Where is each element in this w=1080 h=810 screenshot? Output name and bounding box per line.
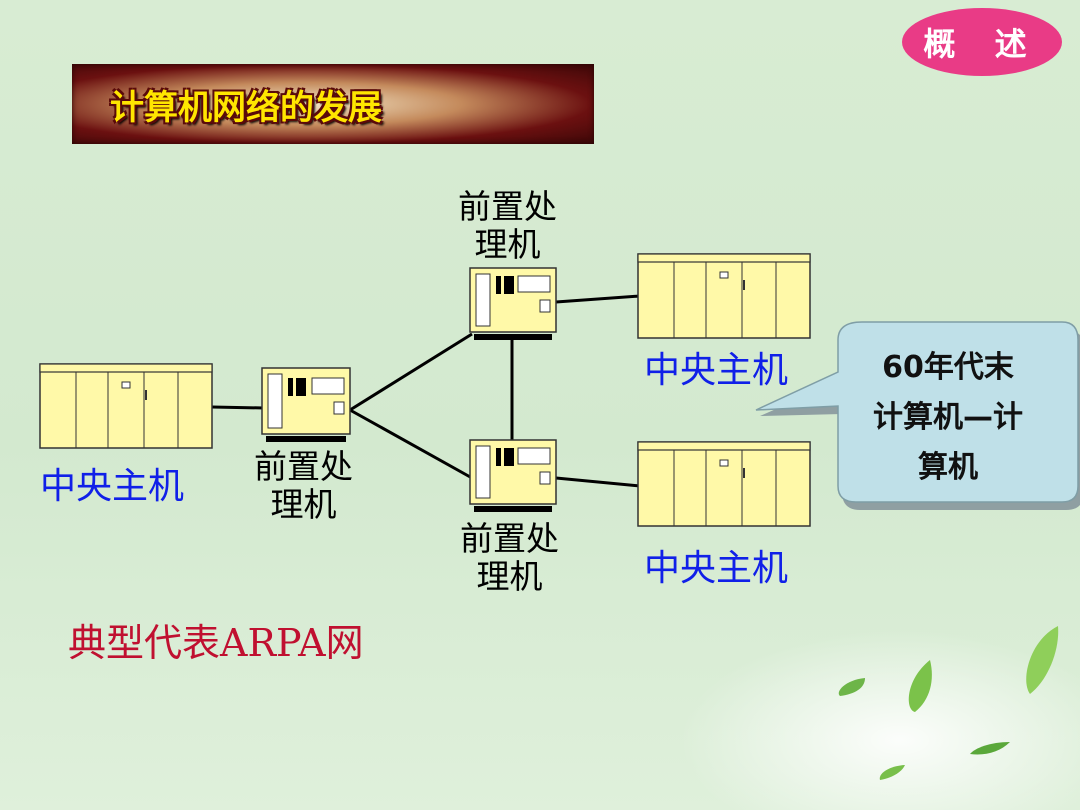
fep-top-label: 前置处 理机 — [458, 188, 557, 264]
callout-line3: 算机 — [918, 450, 978, 485]
network-links — [211, 294, 641, 488]
title-banner: 计算机网络的发展 — [72, 64, 594, 144]
host-right-top-label: 中央主机 — [644, 350, 789, 391]
callout-line2: 计算机—计 — [873, 400, 1023, 435]
section-badge: 概 述 — [902, 8, 1062, 76]
footer-note: 典型代表ARPA网 — [68, 621, 364, 665]
fep-left-label-line2: 理机 — [270, 485, 337, 524]
mainframe-right-top — [637, 253, 811, 339]
front-end-processor-bottom — [469, 439, 557, 512]
host-left-label: 中央主机 — [40, 466, 185, 507]
front-end-processor-left — [261, 367, 351, 442]
fep-bottom-label-line2: 理机 — [476, 557, 543, 596]
mainframe-left — [39, 363, 213, 449]
fep-left-label: 前置处 理机 — [254, 448, 353, 524]
fep-top-label-line1: 前置处 — [458, 187, 557, 226]
callout-text: 60年代末 计算机—计 算机 — [850, 343, 1046, 493]
host-right-bottom-label: 中央主机 — [644, 548, 789, 589]
fep-bottom-label-line1: 前置处 — [460, 519, 559, 558]
fep-left-label-line1: 前置处 — [254, 447, 353, 486]
mainframe-right-bottom — [637, 441, 811, 527]
fep-bottom-label: 前置处 理机 — [460, 520, 559, 596]
front-end-processor-top — [469, 267, 557, 340]
slide-title: 计算机网络的发展 — [110, 87, 382, 128]
callout-line1: 60年代末 — [882, 350, 1014, 385]
callout-bubble — [755, 321, 1080, 510]
fep-top-label-line2: 理机 — [474, 225, 541, 264]
